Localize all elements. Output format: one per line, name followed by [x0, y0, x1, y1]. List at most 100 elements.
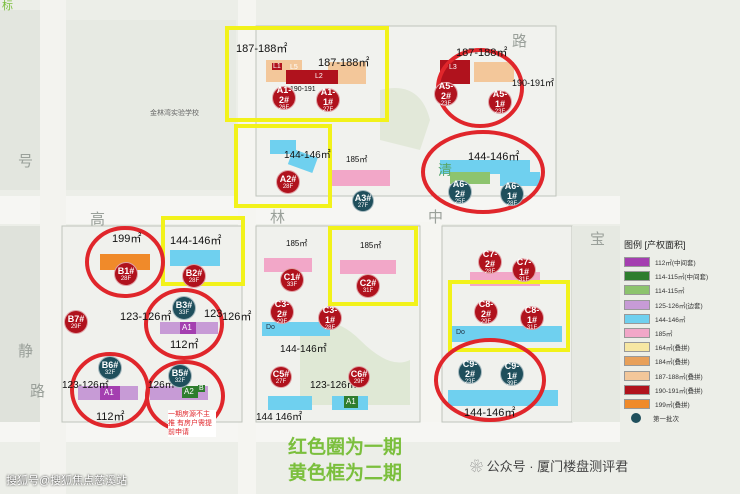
building-marker: B7#29F — [64, 310, 88, 334]
area-label: 123-126㎡ — [310, 380, 357, 391]
legend-swatch — [624, 398, 650, 409]
building-marker: B5#32F — [168, 364, 192, 388]
building-floors: 31F — [526, 324, 538, 331]
building-marker: C8-2#29F — [474, 298, 498, 325]
building-marker: C1#33F — [280, 268, 304, 292]
area-label: 187-188㎡ — [236, 43, 288, 55]
floor-tag: A2 — [184, 387, 194, 396]
building-marker: C7-2#28F — [478, 249, 502, 275]
legend-item: 164㎡(叠拼) — [624, 340, 734, 354]
building-marker: A1-1#27F — [316, 86, 340, 113]
floor-tag: A1 — [104, 388, 114, 397]
area-label: 144-146㎡ — [280, 344, 327, 355]
building-floors: 28F — [188, 277, 200, 284]
area-label: 144-146㎡ — [170, 235, 222, 247]
building-floors: 31F — [518, 276, 530, 283]
building-id: C8-2# — [478, 298, 494, 319]
building-marker: A6-1#28F — [500, 180, 524, 207]
building-floors: 39F — [506, 380, 518, 387]
legend-label: 第一批次 — [653, 416, 679, 424]
area-label: 144-146㎡ — [468, 151, 520, 163]
site-label: 清 — [438, 162, 452, 178]
building-floors: 28F — [324, 324, 336, 331]
building-id: A6-1# — [504, 180, 520, 201]
building-floors: 33F — [178, 309, 190, 316]
area-label: 187-188㎡ — [318, 57, 370, 69]
building-marker: B6#32F — [98, 356, 122, 380]
building-marker: A1-2#26F — [272, 85, 296, 111]
building-marker: C3-2#29F — [270, 299, 294, 325]
building-floors: 28F — [120, 275, 132, 282]
area-label: 144-146㎡ — [464, 407, 516, 419]
legend-item: 199㎡(叠拼) — [624, 397, 734, 411]
building-floors: 23F — [464, 378, 476, 385]
area-label: 185㎡ — [346, 155, 368, 164]
phase2-caption: 黄色框为二期 — [288, 462, 403, 484]
building-marker: A5-2#23F — [434, 81, 458, 107]
legend-label: 164㎡(叠拼) — [655, 345, 690, 353]
floor-tag: A1 — [346, 397, 356, 406]
legend-label: 190-191㎡(叠拼) — [655, 387, 703, 395]
legend-item: 114-115㎡(中间套) — [624, 269, 734, 283]
road-label: 宝 — [590, 232, 606, 248]
wechat-watermark: ❀ 公众号 · 厦门楼盘测评君 — [470, 456, 628, 475]
building-floors: 31F — [362, 287, 374, 294]
floor-tag: Do — [456, 329, 465, 336]
building-marker: A2#28F — [276, 170, 300, 194]
footer-source: 搜狐号@搜狐焦点慈溪站 — [6, 475, 128, 487]
area-label: 112㎡ — [170, 339, 199, 351]
legend-swatch — [624, 370, 650, 381]
legend-title: 图例 [产权面积] — [624, 240, 686, 250]
area-label: 187-188㎡ — [456, 47, 508, 59]
building-floors: 23F — [440, 100, 452, 107]
road-label: 路 — [30, 384, 46, 400]
school-label: 金林湾实验学校 — [150, 110, 199, 117]
legend-swatch — [624, 342, 650, 353]
area-label: 123-126㎡ — [120, 311, 172, 323]
floor-tag: L5 — [290, 64, 298, 71]
legend-label: 184㎡(叠拼) — [655, 359, 690, 367]
building-id: A1-1# — [320, 86, 336, 107]
legend-swatch — [624, 299, 650, 310]
building-marker: A6-2#25F — [448, 179, 472, 205]
area-label: 199㎡ — [112, 233, 142, 245]
building-floors: 27F — [275, 378, 287, 385]
area-label: 126㎡ — [222, 311, 252, 323]
legend-first-batch: 第一批次 — [624, 411, 734, 425]
building-floors: 23F — [494, 108, 506, 115]
building-floors: 33F — [286, 281, 298, 288]
road-label: 高 — [90, 212, 106, 228]
legend-item: 144-146㎡ — [624, 312, 734, 326]
area-label: 144 146㎡ — [256, 412, 303, 423]
legend-item: 187-188㎡(叠拼) — [624, 369, 734, 383]
floor-tag: A1 — [182, 323, 192, 332]
road-label: 静 — [18, 344, 34, 360]
building-marker: C2#31F — [356, 274, 380, 298]
building-marker: C7-1#31F — [512, 257, 536, 283]
building-id: B6# — [101, 359, 119, 370]
legend-item: 114-115㎡ — [624, 283, 734, 297]
building-marker: B2#28F — [182, 264, 206, 288]
legend-label: 199㎡(叠拼) — [655, 401, 690, 409]
legend-swatch — [624, 271, 650, 282]
building-id: B2# — [185, 267, 203, 278]
watermark-text: 公众号 · 厦门楼盘测评君 — [486, 459, 629, 474]
building-floors: 29F — [353, 378, 365, 385]
floor-tag: B — [198, 385, 205, 392]
wechat-icon: ❀ — [470, 459, 487, 474]
building-floors: 27F — [322, 106, 334, 113]
legend-label: 112㎡(中间套) — [655, 260, 696, 268]
floor-tag: L3 — [448, 64, 458, 71]
building-id: C8-1# — [524, 304, 540, 325]
building-marker: C8-1#31F — [520, 304, 544, 331]
building-floors: 32F — [104, 369, 116, 376]
legend: 图例 [产权面积] 112㎡(中间套)114-115㎡(中间套)114-115㎡… — [624, 238, 734, 425]
legend-item: 112㎡(中间套) — [624, 255, 734, 269]
road-horizontal-lower — [0, 420, 620, 442]
building-marker: B3#33F — [172, 296, 196, 320]
building-id: A3# — [354, 192, 372, 203]
area-label: 185㎡ — [360, 241, 382, 250]
legend-swatch — [624, 356, 650, 367]
legend-label: 185㎡ — [655, 331, 673, 339]
building-id: C9-2# — [462, 358, 478, 379]
